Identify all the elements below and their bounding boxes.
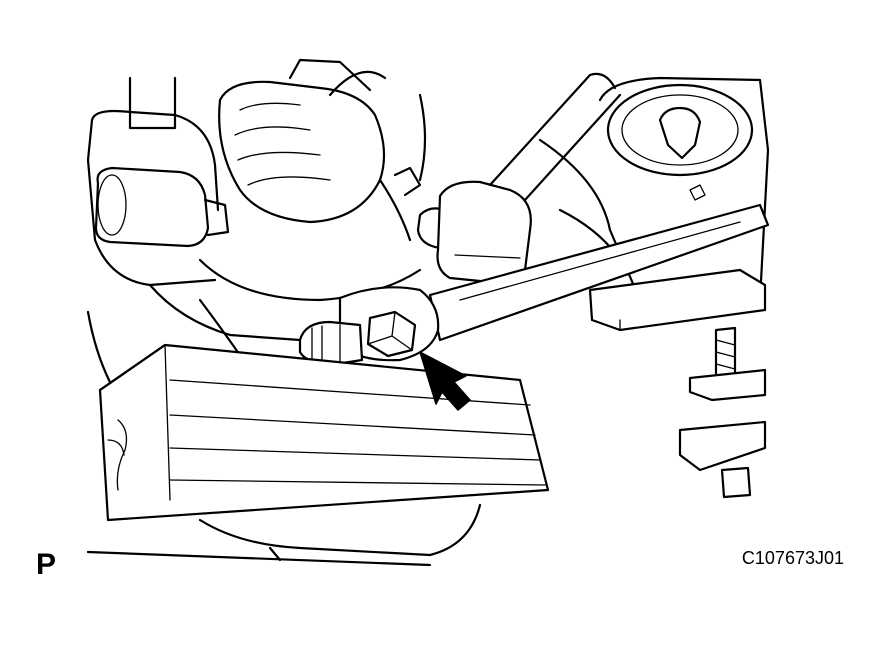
drive-shaft-boot bbox=[218, 58, 387, 224]
steering-knuckle bbox=[148, 93, 427, 342]
jack-stand bbox=[588, 268, 767, 499]
figure-code: C107673J01 bbox=[741, 548, 844, 568]
hub-assembly bbox=[538, 76, 770, 302]
lower-arm-bushing bbox=[94, 166, 230, 248]
stabilizer-bar bbox=[488, 72, 622, 202]
bolt-and-nut bbox=[298, 310, 417, 367]
ball-joint bbox=[416, 180, 532, 284]
floor-stand bbox=[86, 503, 482, 567]
view-label: P bbox=[36, 548, 57, 581]
wooden-block bbox=[98, 343, 550, 522]
arrow-icon bbox=[419, 351, 471, 411]
